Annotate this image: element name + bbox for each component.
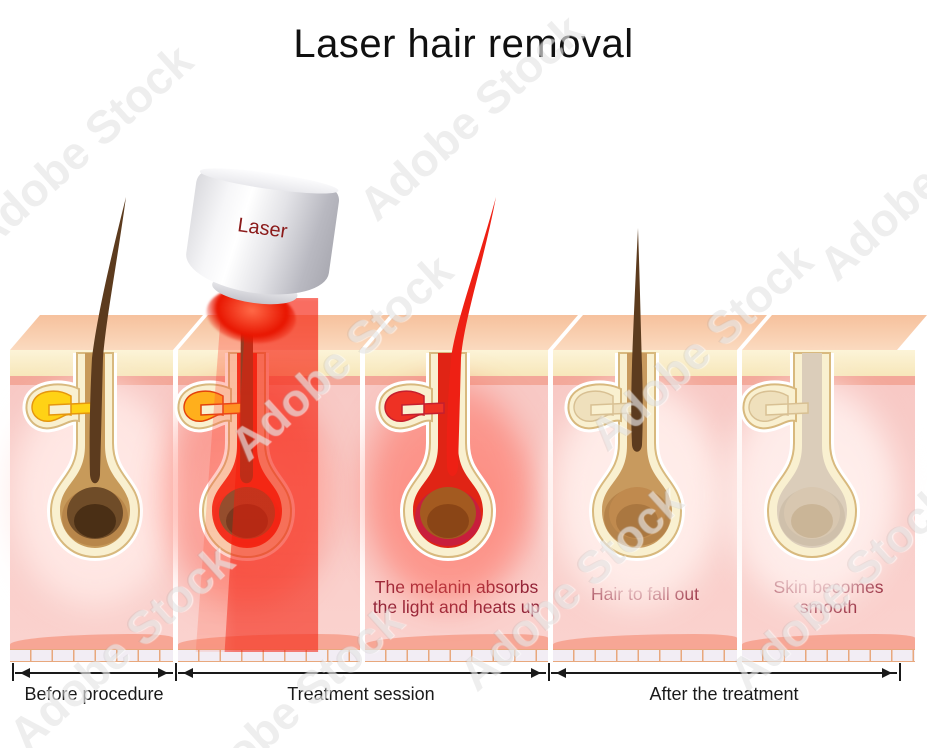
timeline-label-after: After the treatment <box>649 684 799 704</box>
skin-top-face <box>742 315 927 350</box>
basal-cells-layer <box>10 649 173 662</box>
laser-label: Laser <box>236 214 289 243</box>
page-title: Laser hair removal <box>293 22 634 66</box>
follicle-bulb-core <box>616 504 658 538</box>
hair-follicle-empty <box>727 352 897 607</box>
caption-melanin: The melanin absorbs the light and heats … <box>372 576 541 618</box>
laser-device: Laser <box>175 162 358 359</box>
follicle-bulb-core <box>791 504 833 538</box>
timeline-label-treatment: Treatment session <box>287 684 435 704</box>
timeline-label-before: Before procedure <box>24 684 164 704</box>
timeline-arrow-before <box>15 668 173 678</box>
timeline-tick <box>12 663 14 681</box>
hair-shaft-detached <box>631 228 643 452</box>
subcutis-wave <box>553 634 737 649</box>
subcutis-wave <box>365 634 548 649</box>
sebaceous-gland <box>384 390 445 422</box>
timeline-arrow-treatment <box>178 668 546 678</box>
hair-follicle-heated <box>363 197 533 607</box>
timeline-tick <box>175 663 177 681</box>
basal-cells-layer <box>553 649 737 662</box>
basal-cells-layer <box>742 649 915 662</box>
follicle-bulb-core <box>427 504 469 538</box>
skin-top-face <box>553 315 767 350</box>
hair-shaft <box>89 197 126 484</box>
sebaceous-gland <box>748 390 809 422</box>
hair-follicle-falling-out <box>552 228 722 607</box>
hair-follicle-before <box>10 197 180 607</box>
subcutis-wave <box>10 634 173 649</box>
follicle-bulb-core <box>226 504 268 538</box>
timeline-tick <box>548 663 550 681</box>
basal-cells-layer <box>365 649 548 662</box>
timeline-tick <box>899 663 901 681</box>
hair-shaft <box>446 197 496 476</box>
timeline-arrow-after <box>551 668 897 678</box>
skin-top-face <box>365 315 578 350</box>
follicle-bulb-core <box>74 504 116 538</box>
subcutis-wave <box>742 634 915 649</box>
laser-handpiece: Laser <box>182 167 341 303</box>
